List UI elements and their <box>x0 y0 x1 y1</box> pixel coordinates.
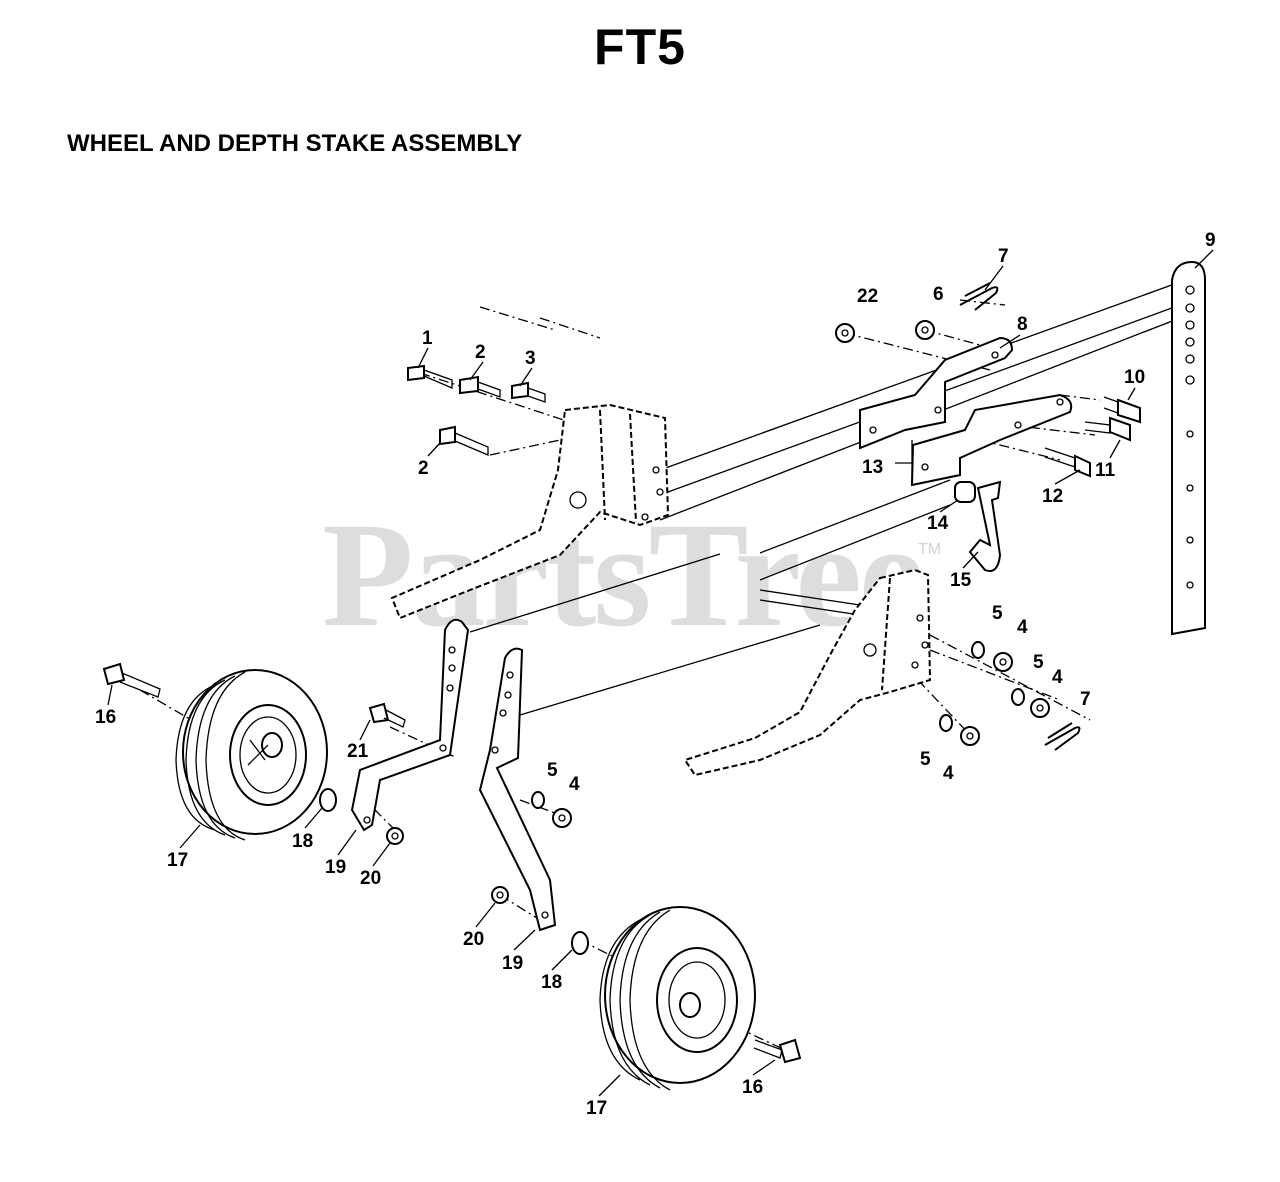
callout-19: 19 <box>325 857 346 878</box>
callout-11: 11 <box>1095 460 1116 481</box>
nuts-and-washers <box>319 320 1050 955</box>
depth-stake <box>1171 260 1206 636</box>
callout-leaders <box>107 249 1214 1097</box>
callout-20: 20 <box>360 868 381 889</box>
section-title: WHEEL AND DEPTH STAKE ASSEMBLY <box>67 130 523 157</box>
callout-13: 13 <box>862 457 883 478</box>
callout-5: 5 <box>920 749 931 770</box>
callout-1: 1 <box>422 328 433 349</box>
stake-bracket-lower <box>910 393 1073 487</box>
left-frame-bracket <box>390 403 670 620</box>
callout-labels: 1 2 2 3 4 4 4 4 5 5 5 5 6 7 7 8 9 10 11 … <box>95 230 1216 1119</box>
callout-7: 7 <box>998 246 1009 267</box>
callout-9: 9 <box>1205 230 1216 251</box>
wheel-bracket-right <box>478 647 557 932</box>
callout-5: 5 <box>992 603 1003 624</box>
watermark: PartsTree <box>322 492 925 658</box>
callout-4: 4 <box>943 763 954 784</box>
stake-pin-and-clip <box>954 480 1002 572</box>
callout-4: 4 <box>1052 667 1063 688</box>
wheel-right <box>599 906 756 1091</box>
hairpin-clips <box>959 282 1081 751</box>
callout-5: 5 <box>547 760 558 781</box>
callout-8: 8 <box>1017 314 1028 335</box>
callout-10: 10 <box>1124 367 1145 388</box>
callout-5: 5 <box>1033 652 1044 673</box>
page-title: FT5 <box>594 19 686 75</box>
callout-4: 4 <box>1017 617 1028 638</box>
right-frame-bracket <box>683 568 932 777</box>
callout-14: 14 <box>927 513 949 534</box>
callout-4: 4 <box>569 774 580 795</box>
callout-17: 17 <box>167 850 188 871</box>
callout-18: 18 <box>292 831 313 852</box>
callout-6: 6 <box>933 284 944 305</box>
callout-2: 2 <box>418 458 429 479</box>
callout-16: 16 <box>742 1077 763 1098</box>
wheel-bracket-left <box>350 618 470 832</box>
callout-21: 21 <box>347 741 369 762</box>
stake-bracket-upper <box>859 336 1014 450</box>
watermark-trademark: TM <box>918 541 942 558</box>
callout-17: 17 <box>586 1098 607 1119</box>
callout-20: 20 <box>463 929 484 950</box>
callout-3: 3 <box>525 348 536 369</box>
callout-19: 19 <box>502 953 523 974</box>
callout-16: 16 <box>95 707 116 728</box>
callout-22: 22 <box>857 286 878 307</box>
callout-7: 7 <box>1080 689 1091 710</box>
callout-12: 12 <box>1042 486 1063 507</box>
callout-2: 2 <box>475 342 486 363</box>
bolts <box>102 364 1141 1064</box>
wheel-left <box>175 669 328 841</box>
callout-18: 18 <box>541 972 562 993</box>
callout-15: 15 <box>950 570 972 591</box>
